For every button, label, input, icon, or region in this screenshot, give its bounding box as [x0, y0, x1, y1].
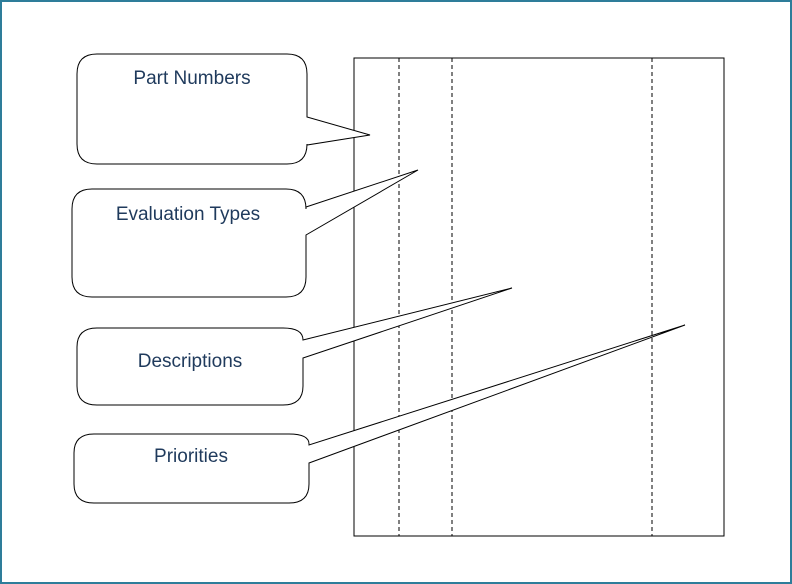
- callout-part-numbers-bubble: [76, 53, 371, 165]
- callout-evaluation-types-label: Evaluation Types: [116, 204, 260, 225]
- callout-part-numbers-label: Part Numbers: [133, 68, 250, 89]
- page-outline: [353, 57, 725, 537]
- callout-descriptions-label: Descriptions: [138, 351, 243, 372]
- callout-descriptions-bubble: [76, 287, 513, 406]
- callout-priorities-bubble: [73, 324, 686, 504]
- callout-priorities-label: Priorities: [154, 446, 228, 467]
- callout-evaluation-types-bubble: [71, 169, 419, 298]
